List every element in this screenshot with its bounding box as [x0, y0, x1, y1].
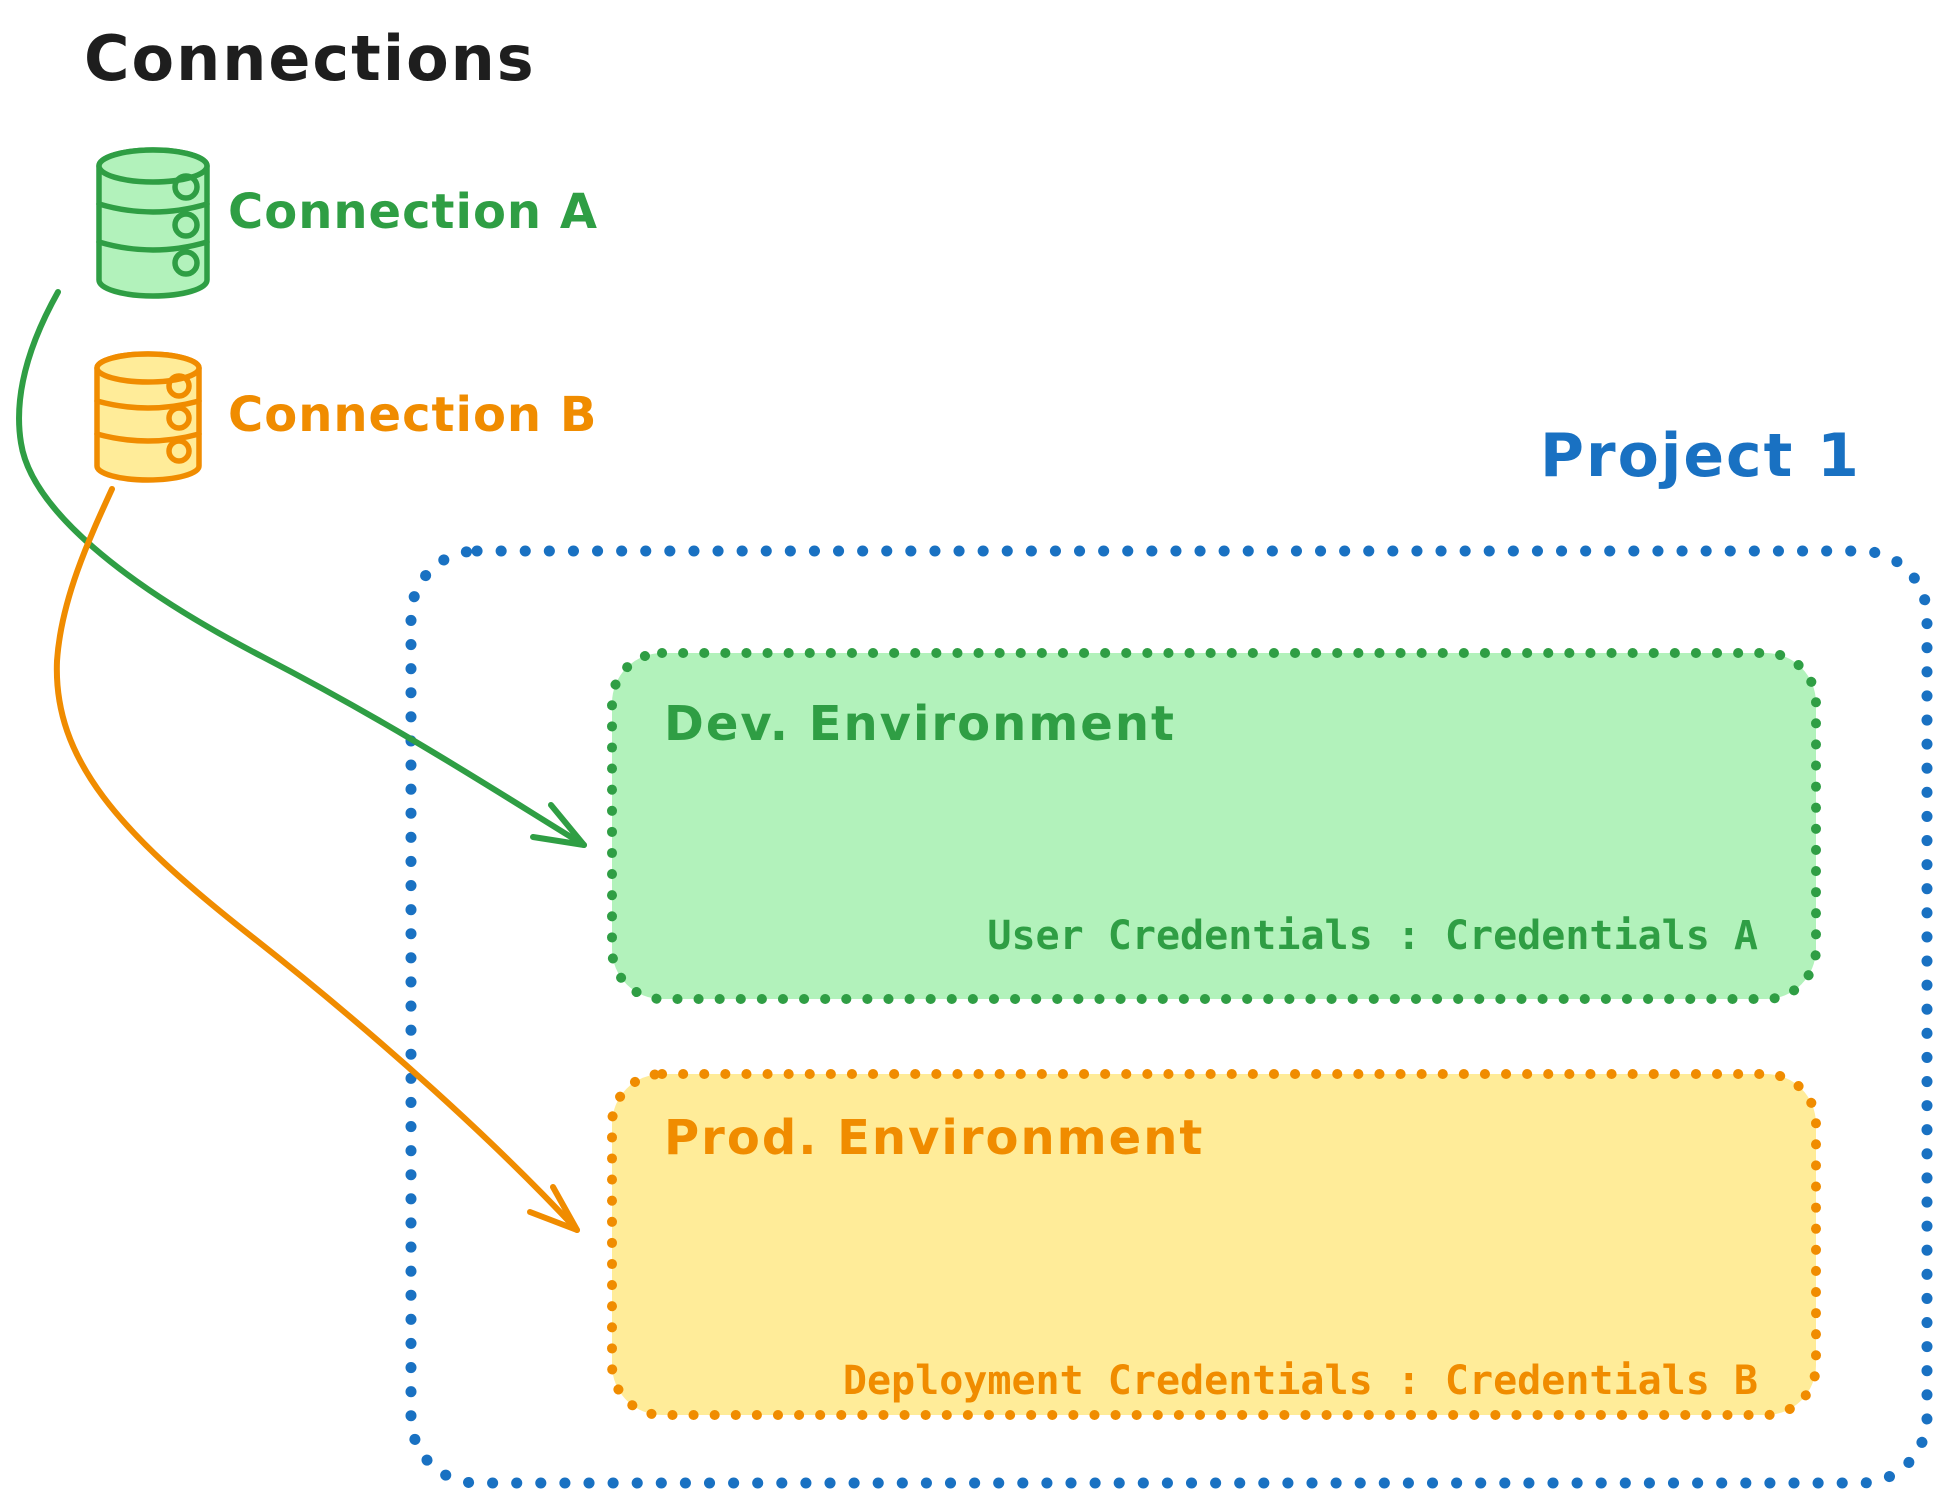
db-top	[96, 147, 210, 185]
dev-environment-box	[607, 648, 1821, 1004]
connection-a-label: Connection A	[228, 184, 598, 240]
db-divider	[96, 201, 210, 215]
database-icon	[94, 351, 202, 483]
connection-a-arrow	[16, 289, 587, 848]
db-light	[172, 173, 200, 201]
arrow-head	[527, 1184, 580, 1233]
db-light	[166, 438, 192, 464]
project-title: Project 1	[1540, 421, 1861, 491]
prod-credentials-text: Deployment Credentials : Credentials B	[842, 1358, 1758, 1404]
db-divider	[94, 431, 202, 444]
connection-b-label: Connection B	[228, 387, 598, 443]
db-light	[172, 249, 200, 277]
diagram-title: Connections	[84, 22, 536, 95]
connection-b-arrow	[53, 486, 580, 1233]
arrow-line	[16, 289, 587, 848]
database-icon	[96, 147, 210, 299]
prod-environment-box	[607, 1069, 1821, 1420]
dev-environment-title: Dev. Environment	[664, 696, 1176, 752]
db-divider	[94, 398, 202, 411]
prod-environment-title: Prod. Environment	[664, 1110, 1205, 1166]
db-light	[172, 211, 200, 239]
db-light	[166, 405, 192, 431]
project-box	[405, 545, 1933, 1489]
db-light	[166, 373, 192, 399]
arrow-head	[530, 802, 587, 848]
dev-credentials-text: User Credentials : Credentials A	[987, 913, 1758, 959]
db-divider	[96, 239, 210, 253]
arrow-line	[53, 486, 580, 1233]
